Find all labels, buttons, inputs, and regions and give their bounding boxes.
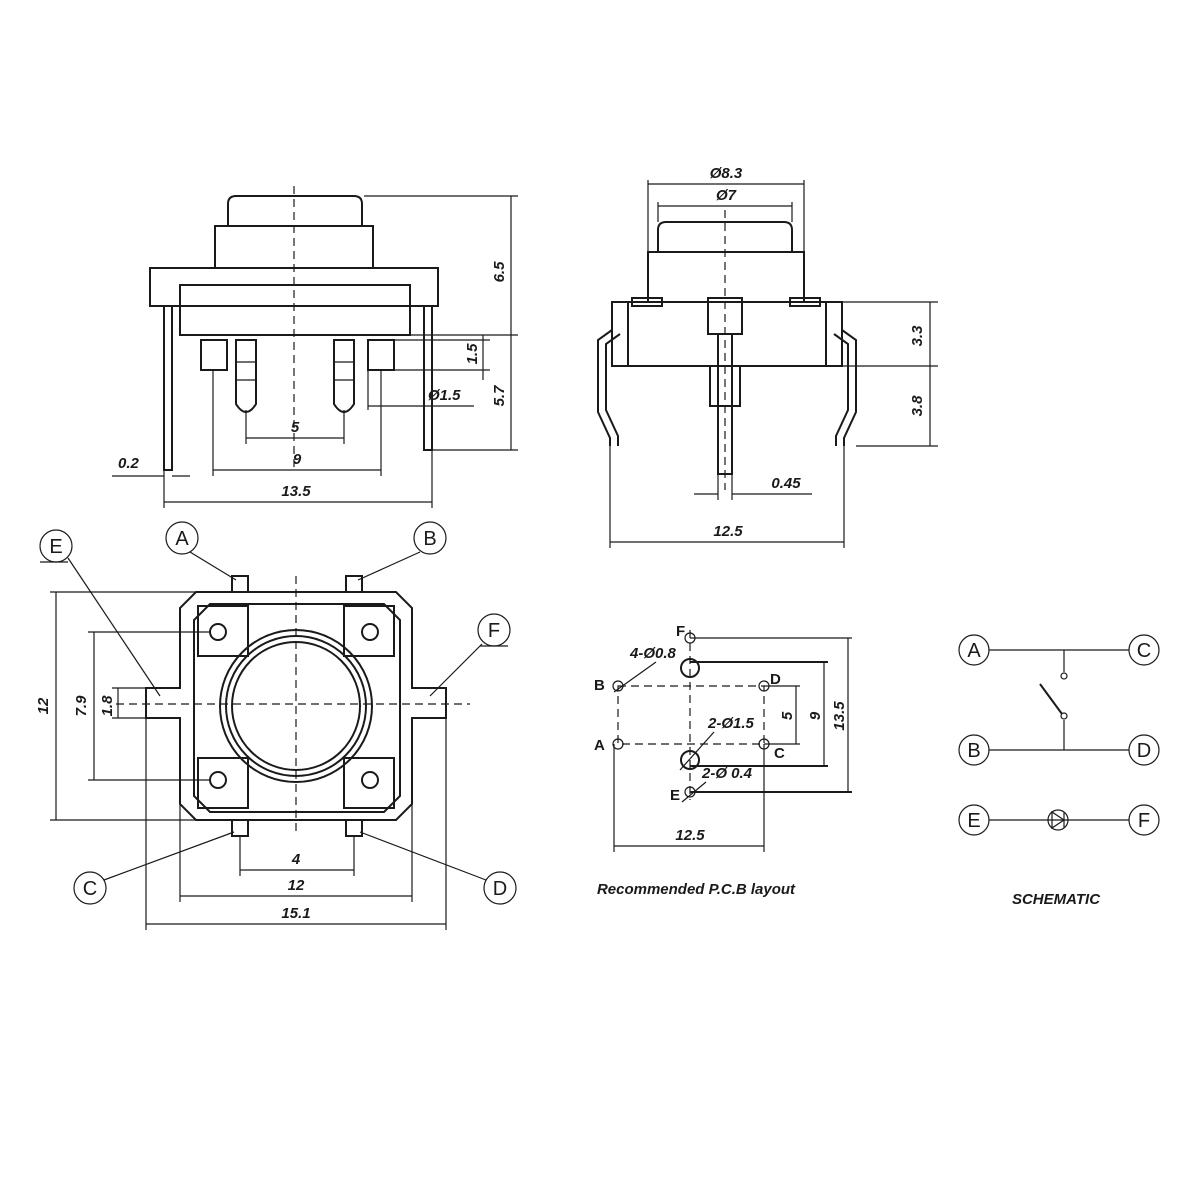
bottom-label-e: E bbox=[39, 529, 161, 697]
pcb-hole-small-callout: 4-Ø0.8 bbox=[629, 645, 677, 662]
svg-text:B: B bbox=[967, 740, 980, 762]
front-pin-outer-right bbox=[367, 339, 395, 371]
pcb-dim-5: 5 bbox=[779, 711, 796, 720]
front-pin-inner-right bbox=[333, 339, 355, 413]
dim-bottom-pin-gap: 4 bbox=[291, 851, 301, 868]
pcb-pin-b: B bbox=[594, 677, 605, 694]
bottom-frame-inner bbox=[193, 603, 401, 813]
bottom-label-d: D bbox=[359, 831, 517, 905]
svg-text:A: A bbox=[175, 528, 189, 550]
front-pin-outer-left bbox=[200, 339, 228, 371]
svg-text:A: A bbox=[967, 640, 981, 662]
dim-bottom-body: 12 bbox=[288, 877, 305, 894]
dim-pin-pitch-inner: 5 bbox=[291, 419, 300, 436]
bottom-term-d bbox=[345, 819, 363, 837]
svg-text:C: C bbox=[1137, 640, 1151, 662]
bottom-frame-outer bbox=[145, 591, 447, 821]
bottom-hole-tr bbox=[361, 623, 379, 641]
bottom-term-c bbox=[231, 819, 249, 837]
dim-cap-outer: Ø8.3 bbox=[710, 165, 743, 182]
dim-bottom-inner-height: 7.9 bbox=[73, 695, 90, 717]
side-lead-right bbox=[833, 329, 857, 446]
schematic: A C B D E F SCHEMATIC bbox=[958, 634, 1160, 908]
dim-pin-dia: Ø1.5 bbox=[428, 387, 461, 404]
svg-text:D: D bbox=[1137, 740, 1151, 762]
svg-text:F: F bbox=[488, 620, 500, 642]
svg-text:E: E bbox=[49, 536, 62, 558]
bottom-hole-br bbox=[361, 771, 379, 789]
pcb-pin-c: C bbox=[774, 745, 785, 762]
pcb-hole-a bbox=[612, 738, 624, 750]
dim-body-height: 3.3 bbox=[909, 325, 926, 347]
dim-lead-thickness: 0.2 bbox=[118, 455, 140, 472]
svg-text:D: D bbox=[493, 878, 507, 900]
dim-body-width: 13.5 bbox=[281, 483, 311, 500]
dim-pin-top: 1.5 bbox=[464, 343, 481, 365]
front-lead-left bbox=[163, 306, 173, 471]
side-tab-left bbox=[631, 297, 663, 307]
pcb-pin-e: E bbox=[670, 787, 680, 804]
bottom-hole-bl bbox=[209, 771, 227, 789]
side-cap-base bbox=[647, 251, 805, 303]
pcb-outline bbox=[617, 685, 765, 745]
bottom-corner-tr bbox=[343, 605, 395, 657]
side-view: Ø8.3 Ø7 3.3 3.8 0.45 12.5 bbox=[597, 165, 938, 548]
side-cap bbox=[657, 221, 793, 252]
pcb-pin-f: F bbox=[676, 623, 685, 640]
bottom-term-b bbox=[345, 575, 363, 593]
dim-lead-width: 0.45 bbox=[771, 475, 801, 492]
dim-lead-height: 3.8 bbox=[909, 395, 926, 417]
dim-bottom-height: 12 bbox=[35, 697, 52, 714]
bottom-label-c: C bbox=[73, 831, 235, 905]
dim-height-total: 6.5 bbox=[491, 261, 508, 283]
bottom-term-a bbox=[231, 575, 249, 593]
bottom-hole-tl bbox=[209, 623, 227, 641]
front-lead-right bbox=[423, 306, 433, 451]
sch-switch-lever bbox=[1039, 683, 1063, 715]
svg-text:E: E bbox=[967, 810, 980, 832]
side-lead-left bbox=[597, 329, 621, 446]
dim-bottom-overall: 15.1 bbox=[281, 905, 310, 922]
svg-text:C: C bbox=[83, 878, 97, 900]
bottom-label-b: B bbox=[357, 521, 447, 581]
pcb-hole-led-callout: 2-Ø 0.4 bbox=[701, 765, 753, 782]
front-view: 6.5 1.5 5.7 Ø1.5 5 9 0.2 13.5 bbox=[112, 186, 518, 508]
bottom-corner-br bbox=[343, 757, 395, 809]
pcb-dim-width: 12.5 bbox=[675, 827, 705, 844]
pcb-dim-9: 9 bbox=[807, 711, 824, 720]
sch-caption: SCHEMATIC bbox=[1012, 891, 1101, 908]
dim-lead-span: 12.5 bbox=[713, 523, 743, 540]
pcb-dim-13-5: 13.5 bbox=[831, 701, 848, 731]
svg-text:F: F bbox=[1138, 810, 1150, 832]
dim-bottom-tab-height: 1.8 bbox=[99, 695, 116, 717]
svg-text:B: B bbox=[423, 528, 436, 550]
front-pin-inner-left bbox=[235, 339, 257, 413]
sch-led bbox=[1047, 809, 1069, 831]
bottom-corner-tl bbox=[197, 605, 249, 657]
dim-cap-inner: Ø7 bbox=[716, 187, 737, 204]
bottom-view: 12 7.9 1.8 4 12 15.1 A B bbox=[35, 521, 517, 930]
bottom-label-a: A bbox=[165, 521, 237, 581]
dim-pin-len: 5.7 bbox=[491, 385, 508, 407]
front-flange bbox=[149, 267, 439, 307]
pcb-pin-a: A bbox=[594, 737, 605, 754]
pcb-layout: F B A D C E 5 9 13.5 4-Ø0.8 2-Ø1.5 2-Ø 0… bbox=[594, 623, 852, 898]
pcb-hole-large-callout: 2-Ø1.5 bbox=[707, 715, 755, 732]
front-cap bbox=[227, 195, 363, 226]
bottom-corner-bl bbox=[197, 757, 249, 809]
pcb-pin-d: D bbox=[770, 671, 781, 688]
bottom-label-f: F bbox=[429, 613, 511, 697]
dim-pin-pitch-outer: 9 bbox=[293, 451, 302, 468]
front-body bbox=[179, 284, 411, 336]
pcb-caption: Recommended P.C.B layout bbox=[597, 881, 796, 898]
